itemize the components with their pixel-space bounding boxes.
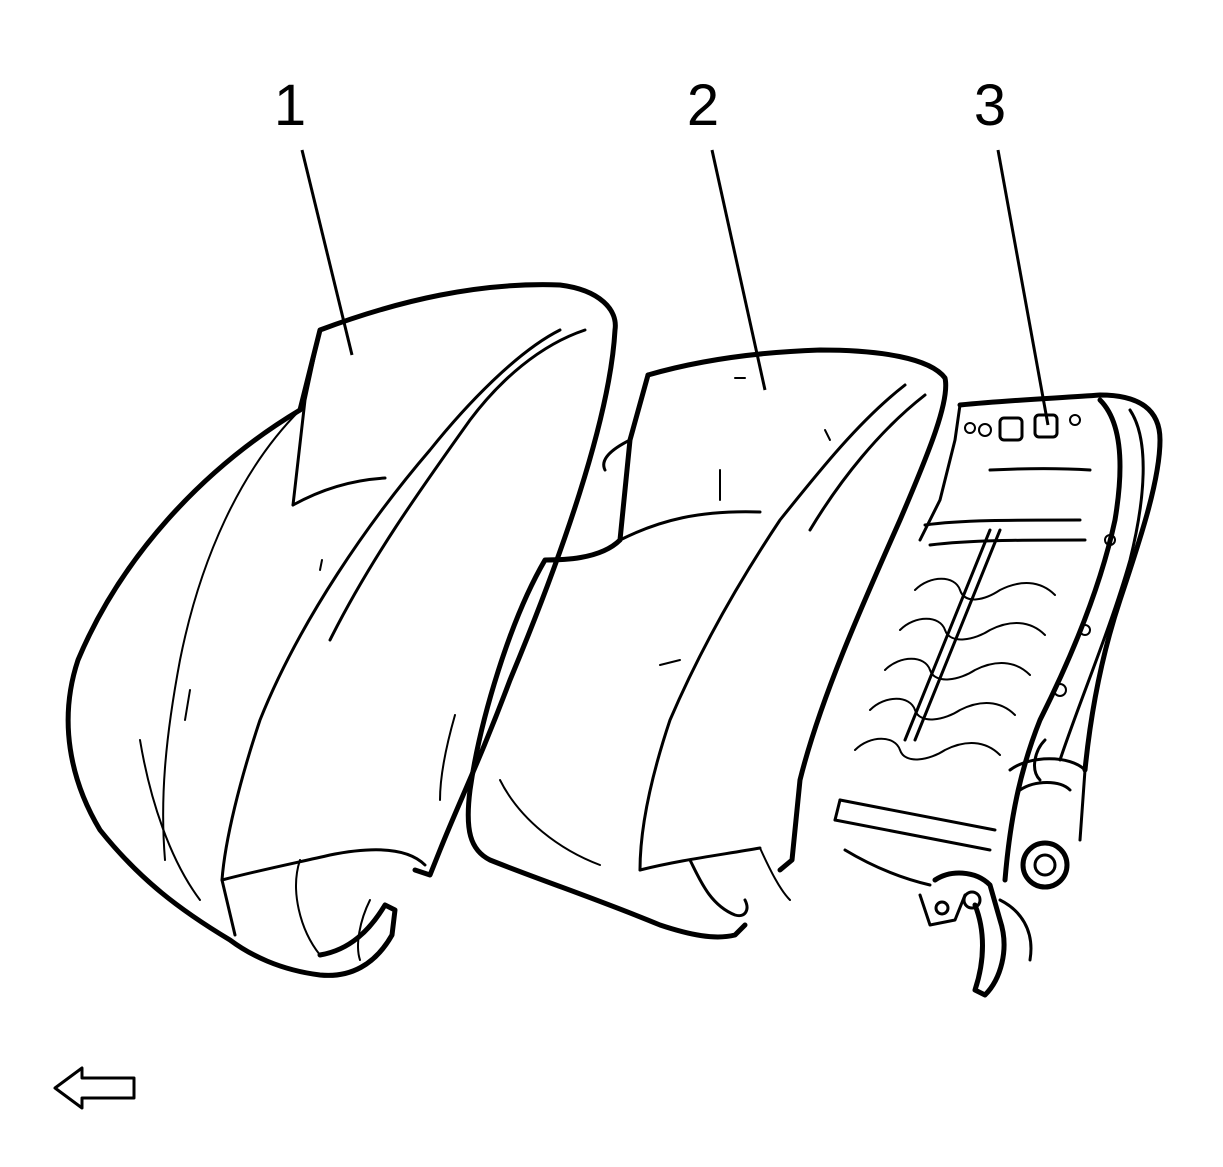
callout-1-label: 1 xyxy=(274,73,306,138)
callout-1-leader xyxy=(300,149,354,356)
part-1-seatback-cover xyxy=(65,282,618,978)
callout-3-leader xyxy=(996,149,1050,426)
callout-2: 2 xyxy=(687,73,767,391)
callout-3: 3 xyxy=(974,73,1050,426)
part-3-seatback-frame xyxy=(833,392,1163,998)
arrow-left-icon xyxy=(53,1066,136,1110)
callout-1: 1 xyxy=(274,73,354,356)
callout-2-leader xyxy=(710,149,767,391)
callout-3-label: 3 xyxy=(974,73,1006,138)
callout-2-label: 2 xyxy=(687,73,719,138)
part-2-seatback-pad xyxy=(465,347,949,940)
